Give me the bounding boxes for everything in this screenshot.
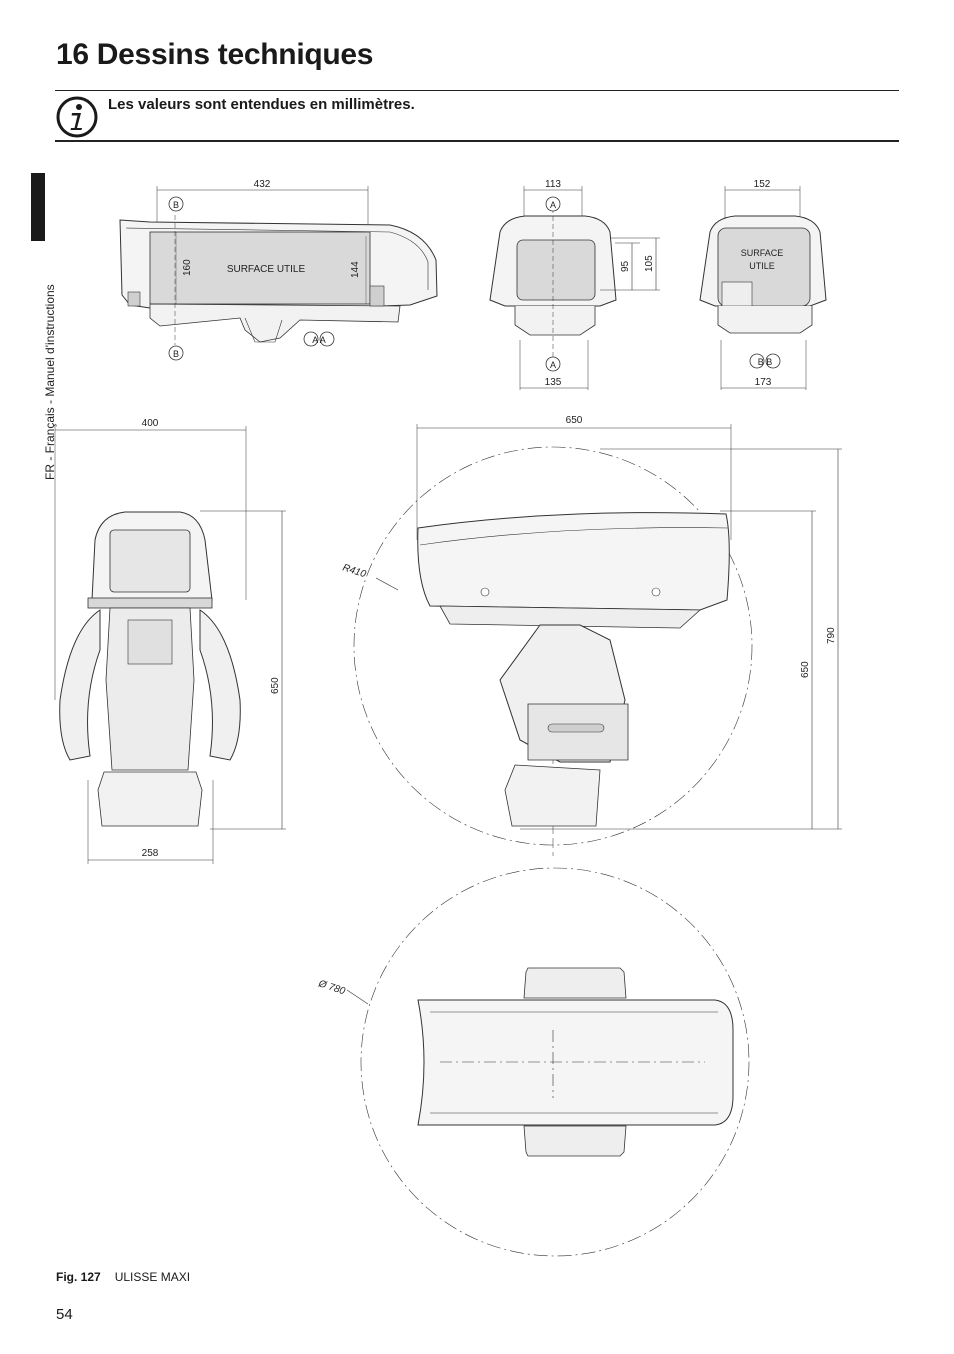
dim-front-bottom: 135	[545, 377, 562, 388]
dim-diameter: Ø 780	[316, 978, 347, 997]
page-number: 54	[56, 1306, 73, 1323]
header-rule-bottom	[55, 140, 899, 142]
dim-side-height-right: 144	[350, 261, 361, 278]
dim-unit-front-width: 400	[142, 418, 159, 429]
units-note: Les valeurs sont entendues en millimètre…	[108, 96, 415, 113]
info-icon	[56, 96, 98, 138]
unit-side-view	[353, 424, 842, 856]
page-title: 16 Dessins techniques	[56, 38, 374, 71]
unit-top-view	[346, 867, 750, 1257]
section-tab-marker	[31, 173, 45, 241]
dim-front-top: 113	[545, 179, 561, 190]
dim-radius: R410	[341, 562, 368, 580]
dim-unit-side-width: 650	[566, 415, 583, 426]
header-rule-top	[55, 90, 899, 91]
figure-title: ULISSE MAXI	[114, 1270, 191, 1284]
rear-surface-label-2: UTILE	[749, 261, 775, 271]
dim-unit-front-height: 650	[270, 677, 281, 694]
side-surface-label: SURFACE UTILE	[227, 264, 306, 275]
dim-rear-top: 152	[754, 179, 771, 190]
marker-b-top: B	[173, 200, 179, 210]
section-a-a: A A	[312, 335, 326, 345]
dim-front-outer: 105	[644, 255, 655, 272]
housing-side-view	[119, 186, 438, 361]
section-b-b: B B	[758, 357, 773, 367]
unit-front-view	[54, 426, 286, 864]
dim-side-width: 432	[254, 179, 271, 190]
housing-front-view	[489, 186, 660, 390]
dim-unit-side-inner: 650	[800, 661, 811, 678]
figure-number: Fig. 127	[56, 1270, 101, 1284]
marker-a-bottom: A	[550, 360, 556, 370]
marker-b-bottom: B	[173, 349, 179, 359]
figure-caption: Fig. 127 ULISSE MAXI	[56, 1270, 190, 1284]
rear-surface-label-1: SURFACE	[741, 248, 784, 258]
marker-a-top: A	[550, 200, 556, 210]
dim-side-height-left: 160	[182, 259, 193, 276]
dim-unit-front-base: 258	[142, 848, 159, 859]
dim-front-inner: 95	[620, 260, 631, 272]
dim-rear-bottom: 173	[755, 377, 772, 388]
housing-rear-view	[699, 186, 827, 390]
dim-unit-side-outer: 790	[826, 627, 837, 644]
